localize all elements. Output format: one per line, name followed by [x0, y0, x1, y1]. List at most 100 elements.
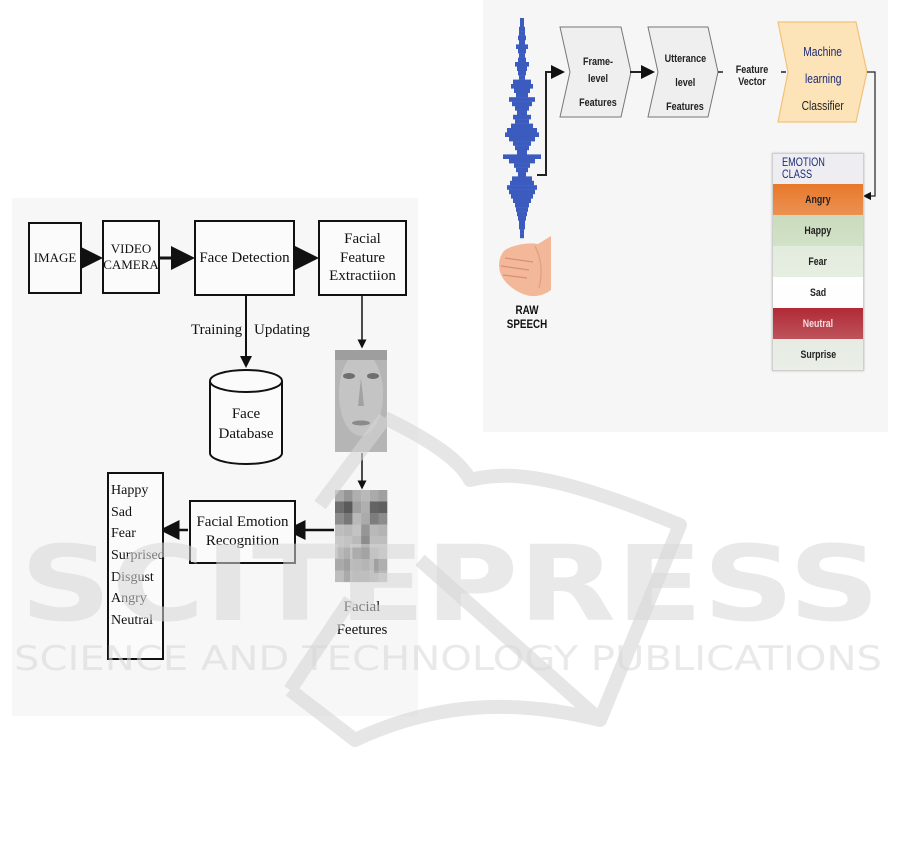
waveform-bar — [518, 216, 526, 221]
pixel-cell — [378, 490, 388, 502]
waveform-bar — [515, 106, 529, 111]
emotion-recognition-line2: Recognition — [205, 533, 280, 549]
utterance-chevron — [647, 26, 719, 118]
waveform-bar — [520, 233, 524, 239]
waveform-bar — [513, 198, 531, 203]
classifier-chevron — [777, 21, 868, 123]
emotion-class-label: Surprise — [800, 348, 836, 361]
face-database-label: Face Database — [210, 404, 282, 445]
waveform-bar — [511, 194, 533, 199]
pixel-cell — [343, 570, 353, 583]
face-photo — [335, 350, 387, 452]
image-box: IMAGE — [28, 222, 82, 294]
pixel-cell — [369, 559, 379, 571]
waveform-bar — [516, 167, 528, 173]
waveform-bar — [514, 163, 530, 168]
pixel-cell — [369, 501, 379, 514]
pixel-cell — [352, 570, 362, 583]
emotion-class-label: Sad — [809, 286, 827, 299]
pixel-cell — [335, 513, 344, 525]
pixel-cell — [352, 524, 362, 537]
emotion-recognition-box: Facial Emotion Recognition — [189, 500, 296, 564]
pixel-cell — [352, 559, 362, 571]
pixel-cell — [378, 547, 388, 560]
emotion-list-item: Happy — [111, 483, 149, 498]
pixel-cell — [369, 490, 379, 502]
waveform-bar — [513, 79, 531, 85]
pixel-cell — [335, 570, 344, 583]
waveform-bar — [510, 180, 534, 186]
waveform-bar — [509, 189, 535, 195]
classifier-line2: learning — [804, 72, 842, 87]
emotion-list-item: Disgust — [111, 569, 154, 585]
emotion-class-row-happy: Happy — [773, 215, 863, 246]
feature-vector-text: Feature Vector — [735, 64, 769, 88]
pixel-cell — [343, 536, 353, 548]
waveform-bar — [509, 136, 535, 142]
classifier-line1: Machine — [803, 45, 843, 59]
waveform-bar — [517, 66, 527, 71]
raw-speech-label: RAW SPEECH — [495, 303, 559, 333]
pixel-cell — [378, 570, 388, 583]
database-line1: Face — [231, 406, 261, 422]
classifier-line3: Classifier — [801, 99, 845, 114]
camera-label: CAMERA — [103, 257, 159, 272]
frame-level-line1: Frame-level — [582, 56, 614, 85]
pixel-cell — [335, 559, 344, 571]
pixel-cell — [335, 547, 344, 560]
emotion-list-item: Angry — [111, 591, 147, 607]
raw-speech-text: RAW SPEECH — [506, 303, 548, 331]
waveform-bar — [509, 158, 535, 164]
open-hand-icon — [499, 236, 551, 297]
emotion-list-item: Fear — [111, 526, 136, 542]
waveform-bar — [517, 110, 527, 115]
waveform-bar — [516, 44, 528, 49]
pixel-cell — [343, 490, 353, 502]
emotion-class-row-surprise: Surprise — [773, 339, 863, 370]
waveform-bar — [519, 31, 525, 36]
waveform-bar — [505, 132, 539, 137]
pixel-cell — [361, 559, 370, 571]
waveform-bar — [517, 150, 527, 155]
pixel-cell — [343, 547, 353, 560]
pixel-cell — [378, 501, 388, 514]
pixel-cell — [352, 490, 362, 502]
waveform-bar — [509, 97, 535, 102]
emotion-class-row-fear: Fear — [773, 246, 863, 277]
emotion-list-item: Surprised — [111, 548, 165, 564]
waveform-bar — [518, 35, 526, 41]
waveform-bar — [519, 40, 525, 45]
emotion-class-header: EMOTION CLASS — [773, 154, 863, 184]
facial-features-label: Facial Feetures — [334, 596, 390, 643]
pixel-cell — [361, 570, 370, 583]
pixel-cell — [378, 513, 388, 525]
waveform-bar — [518, 48, 526, 54]
waveform-bar — [515, 62, 529, 67]
image-label: IMAGE — [33, 249, 77, 265]
waveform-bar — [513, 141, 531, 146]
facial-emotion-diagram: IMAGE VIDEO CAMERA Face Detection Facial… — [12, 198, 418, 716]
pixel-cell — [343, 513, 353, 525]
waveform-bar — [519, 75, 525, 80]
speech-emotion-diagram: Frame-level Features Utterance level Fea… — [483, 0, 888, 432]
emotion-recognition-line1: Facial Emotion — [196, 514, 289, 531]
pixel-cell — [361, 536, 370, 548]
facial-features-line1: Facial — [343, 599, 381, 615]
emotion-class-label: Angry — [805, 193, 831, 206]
waveform-bar — [507, 128, 537, 133]
waveform-bar — [519, 224, 525, 230]
pixel-cell — [378, 536, 388, 548]
pixel-cell — [369, 513, 379, 525]
pixel-cell — [352, 547, 362, 560]
pixel-cell — [361, 524, 370, 537]
face-detection-box: Face Detection — [194, 220, 295, 296]
face-database-cylinder — [209, 369, 283, 465]
pixel-cell — [369, 547, 379, 560]
utterance-line1: Utterance — [664, 53, 706, 65]
frame-level-line2: Features — [579, 96, 617, 109]
database-line2: Database — [218, 426, 274, 443]
emotion-class-label: Happy — [804, 224, 832, 237]
